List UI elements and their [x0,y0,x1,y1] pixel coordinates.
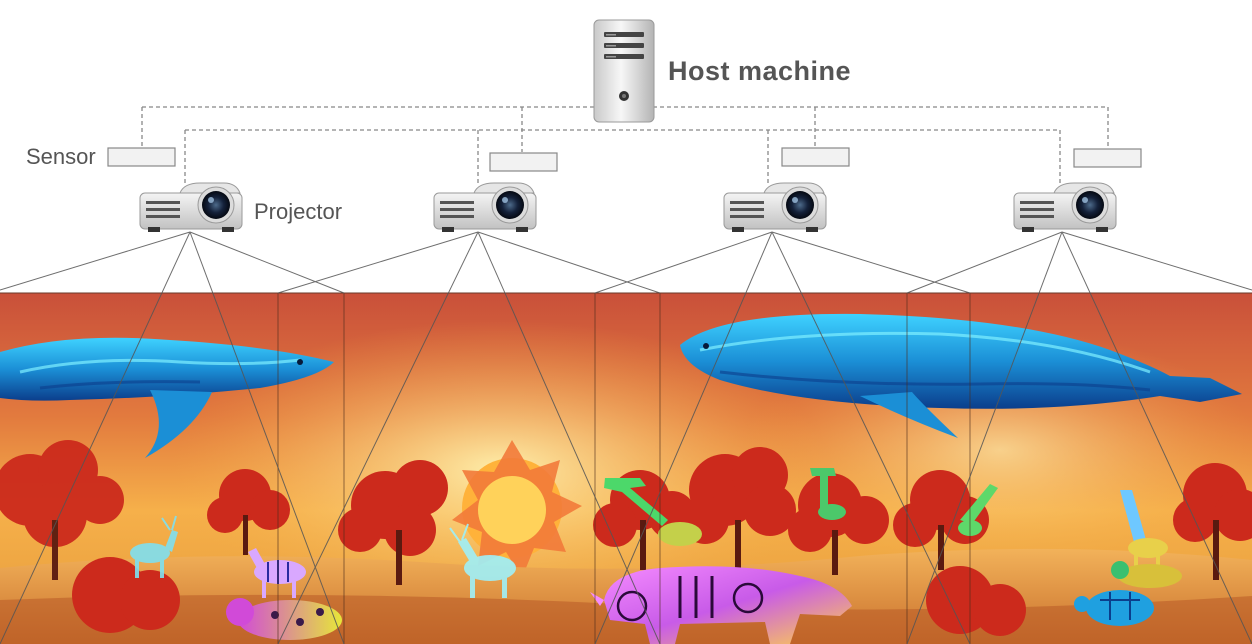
giraffe-center [604,478,702,546]
sensor-label: Sensor [26,144,96,169]
projector-3 [723,182,827,232]
projector-label: Projector [254,199,343,224]
host-machine-label: Host machine [668,56,852,86]
giraffe-right-1 [810,468,846,520]
whale-left [0,337,334,458]
zebra [248,548,306,598]
projector-4 [1013,182,1117,232]
projection-screen [0,292,1252,644]
panel-seams [277,293,971,644]
turtle [1074,590,1154,626]
projector-icon [723,182,827,232]
sensor-4 [1073,148,1142,168]
projector-1 [139,182,243,232]
projection-lines [0,231,1252,644]
deer-left [130,515,178,578]
projector-icon [139,182,243,232]
server-icon [593,19,655,123]
deer-center [449,523,516,598]
whale-right [680,313,1242,438]
sensor-1 [107,147,176,167]
projector-icon [433,182,537,232]
giraffe-right-2 [1120,490,1168,576]
sensor-2 [489,152,558,172]
sun-icon [452,440,582,578]
sensor-3 [781,147,850,167]
sensors [107,147,1142,172]
projector-icon [1013,182,1117,232]
leopard-right [1111,561,1182,588]
projector-2 [433,182,537,232]
rhinoceros [590,566,852,644]
